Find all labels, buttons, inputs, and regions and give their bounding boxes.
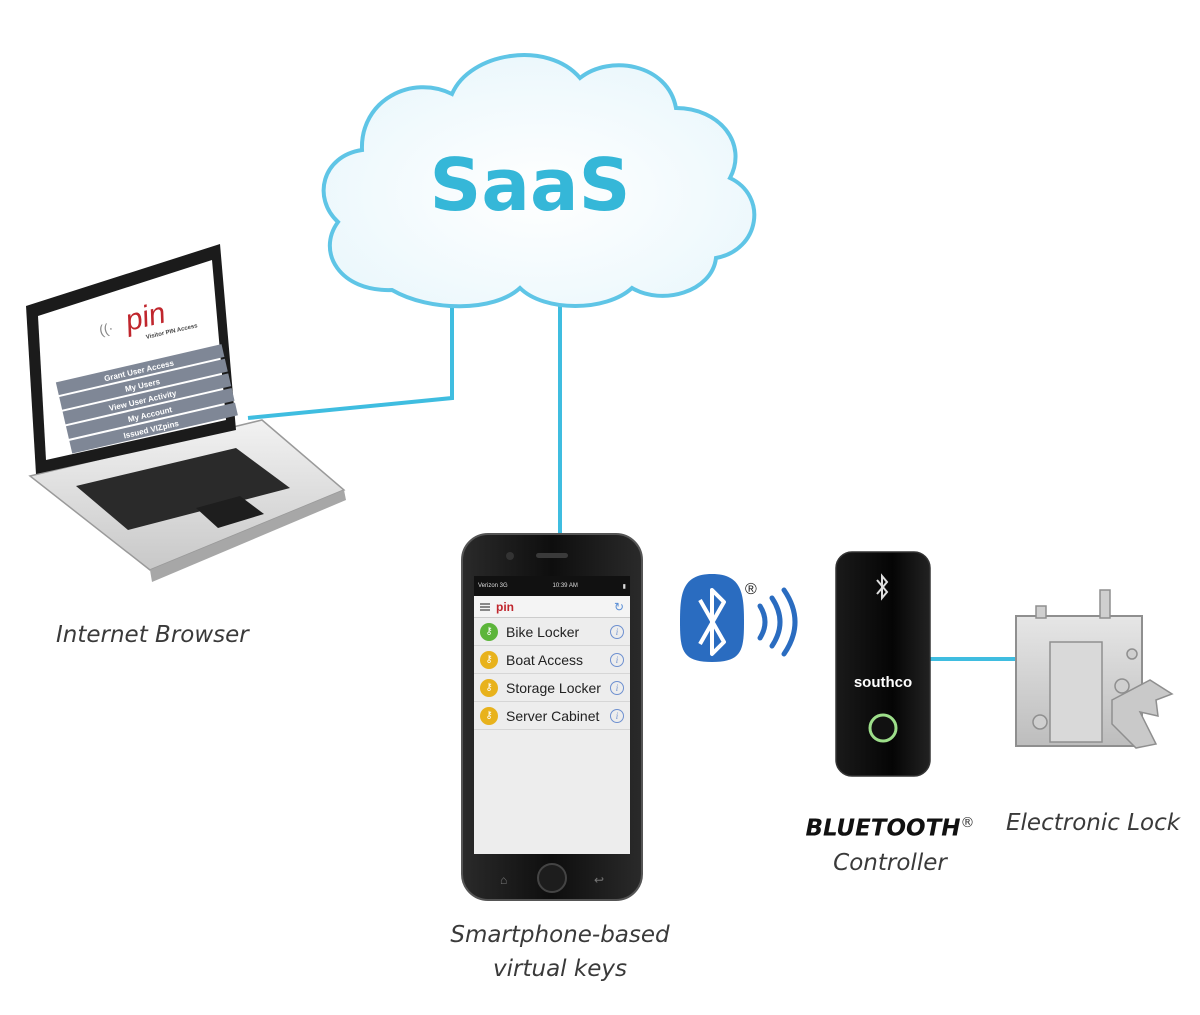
- controller-caption-line1: BLUETOOTH®: [790, 806, 990, 846]
- controller-caption: BLUETOOTH® Controller: [790, 806, 990, 880]
- phone-camera: [506, 552, 514, 560]
- phone-speaker: [536, 553, 568, 558]
- signal-wave-1: [757, 603, 768, 641]
- lock-label: Server Cabinet: [506, 707, 600, 724]
- signal-wave-3: [781, 587, 798, 657]
- lock-list-item[interactable]: ⚷ Storage Locker i: [474, 674, 630, 702]
- phone-caption-line1: Smartphone-based: [450, 922, 670, 948]
- laptop-caption: Internet Browser: [56, 622, 249, 648]
- key-status-icon: ⚷: [480, 650, 498, 669]
- lock-label: Storage Locker: [506, 679, 601, 696]
- saas-cloud: SaaS: [321, 53, 757, 309]
- bluetooth-signal: ®: [680, 574, 798, 662]
- controller-body: [835, 551, 931, 777]
- laptop-keyboard: [76, 448, 290, 530]
- laptop-base-edge: [150, 490, 346, 582]
- menu-icon[interactable]: [480, 602, 490, 611]
- connection-lines: [247, 292, 1016, 661]
- phone-home-button[interactable]: [537, 863, 567, 893]
- controller-status-ring: [868, 713, 898, 743]
- lock-screw: [1114, 678, 1130, 694]
- lock-list-item[interactable]: ⚷ Boat Access i: [474, 646, 630, 674]
- phone-home-key-icon: ⌂: [500, 873, 507, 887]
- cloud-shape: [321, 53, 757, 309]
- controller-caption-reg: ®: [960, 815, 975, 831]
- refresh-icon[interactable]: ↻: [613, 599, 624, 614]
- controller-caption-line2: Controller: [833, 849, 947, 876]
- app-logo: pin: [496, 599, 514, 614]
- lock-label: Boat Access: [506, 651, 584, 668]
- lock-tab: [1035, 605, 1047, 619]
- lock-plate: [1049, 641, 1103, 743]
- electronic-lock: [1015, 589, 1174, 749]
- status-time: 10:39 AM: [552, 583, 578, 589]
- laptop: ((· pin Visitor PIN Access Grant User Ac…: [26, 244, 346, 582]
- phone-status-bar: Verizon 3G 10:39 AM ▮: [474, 576, 630, 596]
- laptop-touchpad: [196, 496, 264, 528]
- lock-label: Bike Locker: [506, 623, 580, 640]
- key-status-icon: ⚷: [480, 706, 498, 725]
- key-status-icon: ⚷: [480, 622, 498, 641]
- signal-wave-2: [769, 595, 783, 649]
- lock-screw: [1032, 714, 1048, 730]
- phone-back-key-icon: ↩: [594, 873, 604, 887]
- battery-icon: ▮: [622, 583, 626, 590]
- lock-list-item[interactable]: ⚷ Server Cabinet i: [474, 702, 630, 730]
- cloud-label: SaaS: [430, 143, 631, 227]
- info-icon[interactable]: i: [610, 708, 624, 723]
- controller-caption-bold: BLUETOOTH: [805, 815, 961, 842]
- bluetooth-rune: [698, 588, 726, 656]
- controller-bluetooth-icon: [876, 573, 889, 601]
- carrier-label: Verizon 3G: [478, 583, 508, 589]
- controller-brand: southco: [854, 674, 912, 691]
- phone-caption: Smartphone-based virtual keys: [440, 918, 680, 986]
- bluetooth-registered-mark: ®: [745, 581, 757, 598]
- laptop-screen-content: ((· pin Visitor PIN Access Grant User Ac…: [55, 297, 238, 454]
- key-status-icon: ⚷: [480, 678, 498, 697]
- laptop-menu: Grant User Access My Users View User Act…: [55, 344, 238, 454]
- bluetooth-controller: southco: [835, 551, 931, 777]
- laptop-to-cloud-line: [247, 292, 454, 420]
- info-icon[interactable]: i: [610, 624, 624, 639]
- phone-screen: Verizon 3G 10:39 AM ▮ pin ↻ ⚷ Bike Locke…: [474, 576, 630, 854]
- lock-caption: Electronic Lock: [1006, 810, 1181, 836]
- lock-list-item[interactable]: ⚷ Bike Locker i: [474, 618, 630, 646]
- lock-post: [1099, 589, 1111, 619]
- info-icon[interactable]: i: [610, 680, 624, 695]
- phone-caption-line2: virtual keys: [493, 956, 627, 982]
- app-header: pin ↻: [474, 596, 630, 618]
- lock-latch: [1111, 679, 1174, 749]
- info-icon[interactable]: i: [610, 652, 624, 667]
- lock-screw: [1126, 648, 1138, 660]
- laptop-logo-signal: ((·: [97, 319, 114, 338]
